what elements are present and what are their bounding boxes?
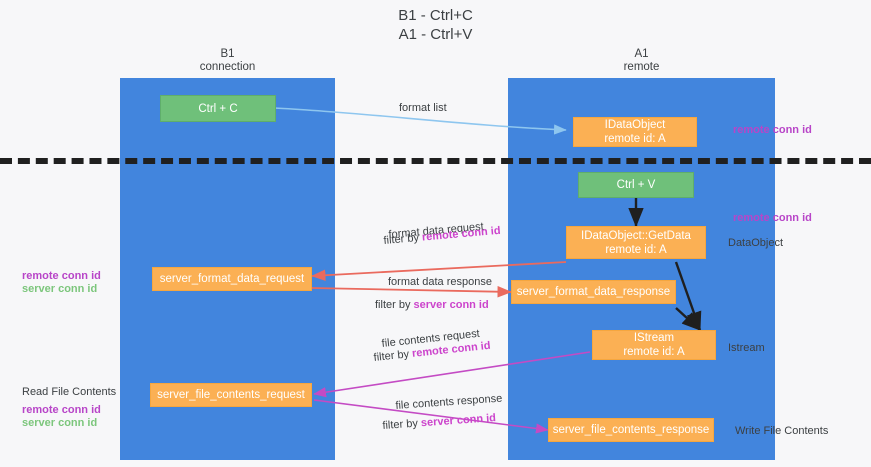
node-server-file-contents-request-label: server_file_contents_request [157, 389, 305, 401]
filter-key-server-conn-id-1: server conn id [413, 299, 489, 311]
node-server-format-data-request-label: server_format_data_request [159, 273, 305, 285]
node-idataobject[interactable]: IDataObject remote id: A [573, 117, 697, 147]
node-ctrl-v[interactable]: Ctrl + V [578, 172, 694, 198]
lane-b1-subtitle: connection [199, 61, 256, 73]
side-label-left-server-conn-id-mid: server conn id [22, 283, 98, 295]
annotation-file-contents-response-filter: filter by server conn id [382, 411, 496, 433]
diagram-title: B1 - Ctrl+C A1 - Ctrl+V [0, 6, 871, 44]
node-server-file-contents-request[interactable]: server_file_contents_request [150, 383, 312, 407]
side-label-remote-conn-id-mid: remote conn id [733, 212, 812, 224]
node-getdata-line1: IDataObject::GetData [581, 229, 691, 242]
side-label-dataobject: DataObject [728, 237, 784, 249]
side-label-left-remote-conn-id-bottom: remote conn id [22, 404, 101, 416]
filter-prefix-4: filter by [382, 417, 422, 432]
filter-prefix-2: filter by [375, 299, 414, 311]
node-getdata-line2: remote id: A [605, 243, 667, 256]
lane-a1-name: A1 [634, 48, 649, 60]
annotation-format-list: format list [399, 102, 447, 114]
node-istream-line2: remote id: A [623, 346, 685, 358]
filter-key-server-conn-id-2: server conn id [420, 412, 497, 430]
node-idataobject-line1: IDataObject [604, 119, 666, 131]
side-label-left-remote-conn-id-mid: remote conn id [22, 270, 101, 282]
lane-header-b1: B1 connection [120, 48, 335, 74]
node-ctrl-c-line1: Ctrl + C [198, 102, 238, 115]
side-label-read-file-contents: Read File Contents [22, 386, 117, 398]
annotation-file-contents-response: file contents response [395, 392, 503, 412]
filter-prefix-3: filter by [373, 347, 413, 364]
node-ctrl-v-line1: Ctrl + V [616, 179, 656, 191]
node-server-file-contents-response-label: server_file_contents_response [552, 424, 710, 436]
node-server-format-data-response[interactable]: server_format_data_response [511, 280, 676, 304]
lane-a1-subtitle: remote [623, 61, 660, 73]
node-server-format-data-response-label: server_format_data_response [516, 286, 671, 298]
node-istream-line1: IStream [633, 332, 675, 344]
node-server-format-data-request[interactable]: server_format_data_request [152, 267, 312, 291]
lane-b1-name: B1 [220, 48, 235, 60]
lane-header-a1: A1 remote [508, 48, 775, 74]
title-line-2: A1 - Ctrl+V [398, 26, 473, 43]
phase-separator [0, 158, 871, 164]
node-server-file-contents-response[interactable]: server_file_contents_response [548, 418, 714, 442]
annotation-format-data-response-filter: filter by server conn id [375, 298, 489, 312]
side-label-write-file-contents: Write File Contents [735, 425, 829, 437]
side-label-istream: Istream [728, 342, 765, 354]
side-label-remote-conn-id-top: remote conn id [733, 124, 812, 136]
node-ctrl-c[interactable]: Ctrl + C [160, 95, 276, 122]
node-idataobject-line2: remote id: A [604, 133, 666, 145]
filter-prefix-1: filter by [383, 231, 423, 247]
node-istream[interactable]: IStream remote id: A [592, 330, 716, 360]
annotation-format-data-response: format data response [388, 276, 492, 288]
side-label-left-server-conn-id-bottom: server conn id [22, 417, 98, 429]
title-line-1: B1 - Ctrl+C [398, 7, 473, 24]
